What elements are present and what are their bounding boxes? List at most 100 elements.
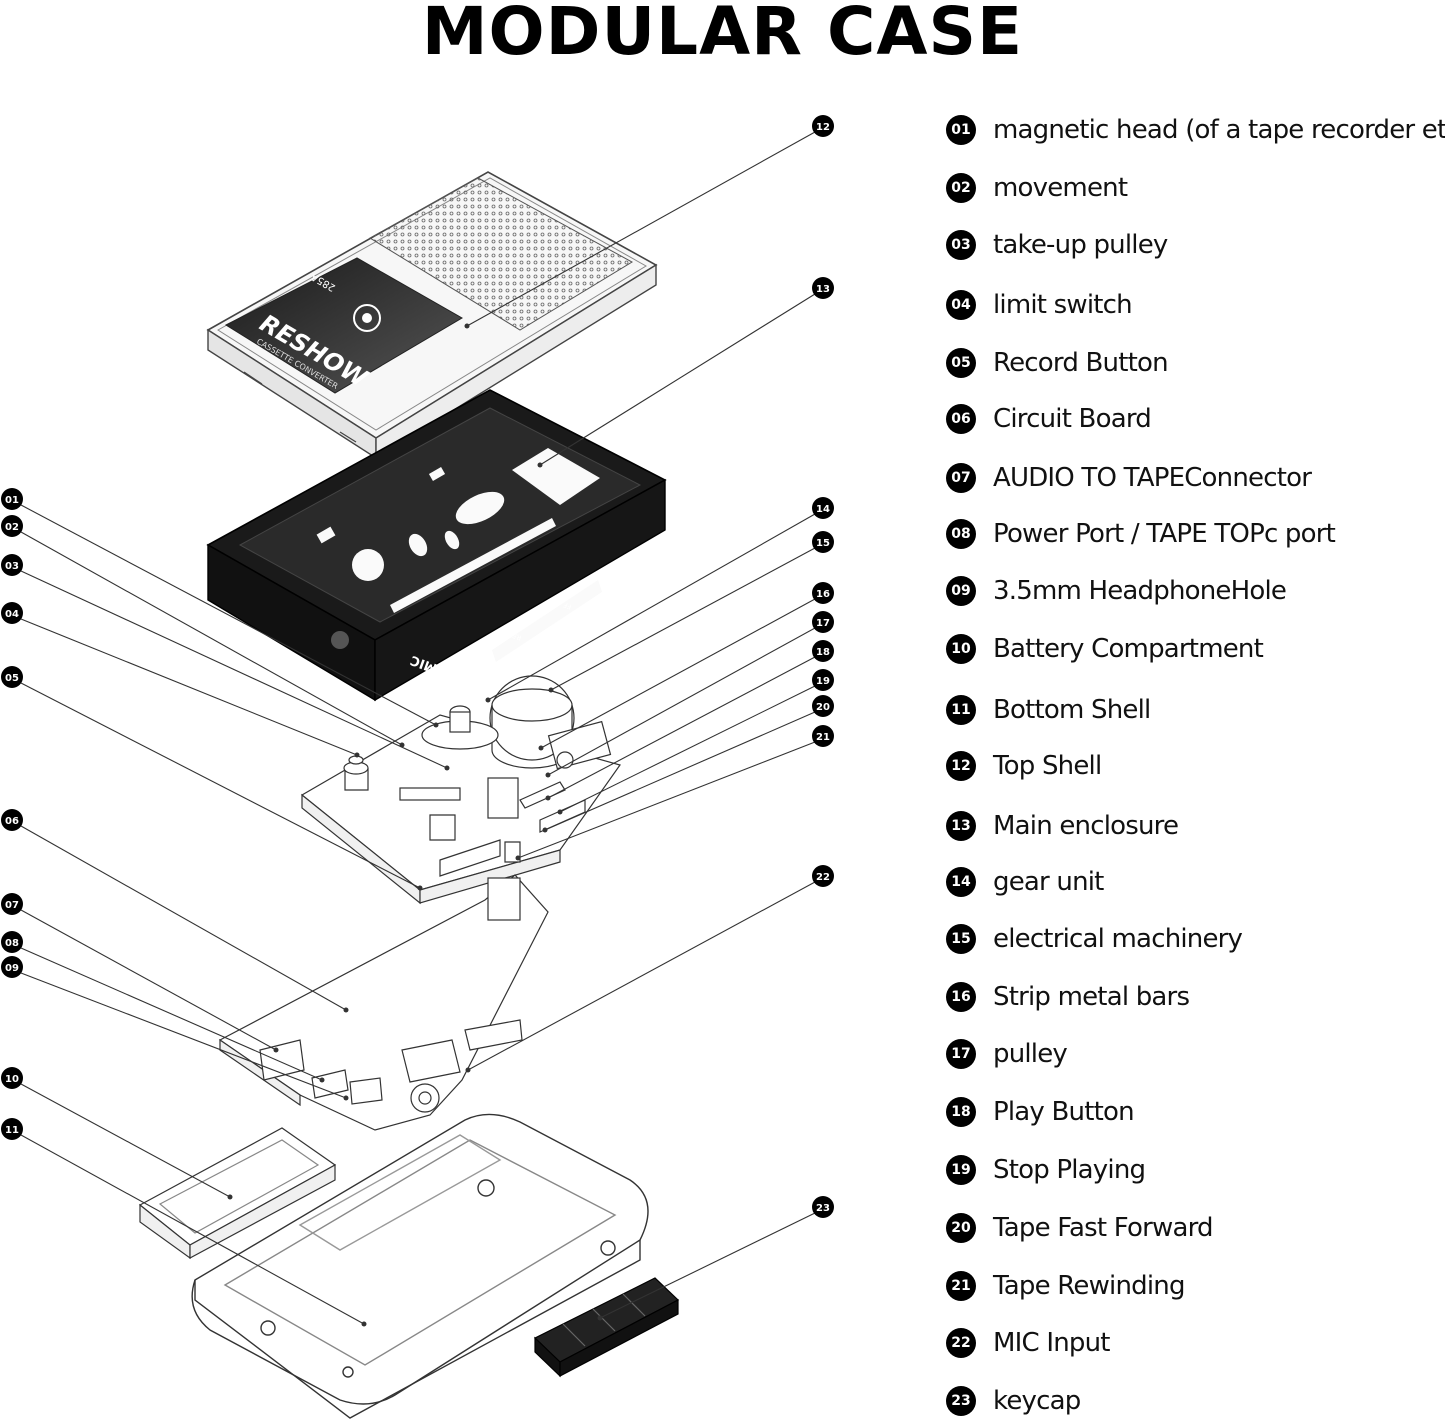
svg-text:15: 15 bbox=[816, 538, 830, 549]
legend-number: 04 bbox=[946, 290, 976, 320]
svg-text:20: 20 bbox=[816, 702, 830, 713]
legend-label: Bottom Shell bbox=[993, 695, 1151, 725]
legend-number: 23 bbox=[946, 1386, 976, 1416]
legend-number: 22 bbox=[946, 1328, 976, 1358]
svg-text:14: 14 bbox=[816, 504, 830, 515]
legend-item-06: 06 Circuit Board bbox=[946, 401, 1152, 437]
svg-text:07: 07 bbox=[5, 900, 19, 911]
callout-05: 05 bbox=[1, 666, 23, 688]
svg-text:19: 19 bbox=[816, 676, 830, 687]
legend-item-13: 13 Main enclosure bbox=[946, 808, 1179, 844]
legend-item-14: 14 gear unit bbox=[946, 864, 1104, 900]
legend-label: MIC Input bbox=[993, 1328, 1110, 1358]
legend-item-11: 11 Bottom Shell bbox=[946, 692, 1151, 728]
legend-item-22: 22 MIC Input bbox=[946, 1325, 1110, 1361]
legend-label: Play Button bbox=[993, 1097, 1135, 1127]
legend-label: Main enclosure bbox=[993, 811, 1179, 841]
page-title: MODULAR CASE bbox=[421, 0, 1024, 70]
callout-21: 21 bbox=[812, 725, 834, 747]
callout-20: 20 bbox=[812, 695, 834, 717]
legend-item-07: 07 AUDIO TO TAPEConnector bbox=[946, 460, 1312, 496]
legend-label: pulley bbox=[993, 1039, 1068, 1069]
leader-lines bbox=[20, 131, 816, 1325]
callout-16: 16 bbox=[812, 582, 834, 604]
legend-number: 05 bbox=[946, 348, 976, 378]
circuit-board bbox=[218, 874, 549, 1131]
callout-06: 06 bbox=[1, 809, 23, 831]
svg-text:05: 05 bbox=[5, 673, 19, 684]
callout-14: 14 bbox=[812, 497, 834, 519]
callout-18: 18 bbox=[812, 640, 834, 662]
svg-text:08: 08 bbox=[5, 938, 19, 949]
legend-item-01: 01 magnetic head (of a tape recorder etc) bbox=[946, 112, 1445, 148]
legend-label: Strip metal bars bbox=[993, 982, 1190, 1012]
callout-04: 04 bbox=[1, 602, 23, 624]
svg-text:10: 10 bbox=[5, 1074, 19, 1085]
keycap bbox=[533, 1277, 680, 1378]
svg-text:09: 09 bbox=[5, 963, 19, 974]
stop-text: STOP bbox=[608, 559, 631, 575]
legend-number: 12 bbox=[946, 751, 976, 781]
legend-number: 09 bbox=[946, 576, 976, 606]
svg-text:06: 06 bbox=[5, 816, 19, 827]
legend-label: Power Port / TAPE TOPc port bbox=[993, 519, 1336, 549]
callout-15: 15 bbox=[812, 531, 834, 553]
callout-13: 13 bbox=[812, 277, 834, 299]
svg-text:16: 16 bbox=[816, 589, 830, 600]
svg-text:23: 23 bbox=[816, 1203, 830, 1214]
legend-label: keycap bbox=[993, 1386, 1081, 1416]
rew-text: REW bbox=[505, 629, 523, 642]
legend-number: 19 bbox=[946, 1155, 976, 1185]
legend-number: 15 bbox=[946, 924, 976, 954]
callout-23: 23 bbox=[812, 1196, 834, 1218]
legend-label: gear unit bbox=[993, 867, 1104, 897]
legend-item-16: 16 Strip metal bars bbox=[946, 979, 1190, 1015]
legend-label: Battery Compartment bbox=[993, 634, 1264, 664]
legend-number: 08 bbox=[946, 519, 976, 549]
volume-text: VOLUME bbox=[445, 668, 475, 686]
legend-label: Top Shell bbox=[993, 751, 1102, 781]
legend-label: limit switch bbox=[993, 290, 1133, 320]
legend-number: 16 bbox=[946, 982, 976, 1012]
svg-text:17: 17 bbox=[816, 618, 830, 629]
legend-item-21: 21 Tape Rewinding bbox=[946, 1268, 1185, 1304]
callout-12: 12 bbox=[812, 115, 834, 137]
legend-number: 13 bbox=[946, 811, 976, 841]
legend-item-18: 18 Play Button bbox=[946, 1094, 1135, 1130]
callout-02: 02 bbox=[1, 515, 23, 537]
legend-item-08: 08 Power Port / TAPE TOPc port bbox=[946, 516, 1336, 552]
legend-number: 18 bbox=[946, 1097, 976, 1127]
legend-number: 01 bbox=[946, 115, 976, 145]
ff-text: FF bbox=[562, 600, 572, 610]
legend-number: 06 bbox=[946, 404, 976, 434]
legend-label: AUDIO TO TAPEConnector bbox=[993, 463, 1312, 493]
legend-item-04: 04 limit switch bbox=[946, 287, 1133, 323]
legend-item-23: 23 keycap bbox=[946, 1383, 1081, 1419]
bottom-shell bbox=[191, 1113, 649, 1419]
legend-label: Stop Playing bbox=[993, 1155, 1146, 1185]
legend-number: 14 bbox=[946, 867, 976, 897]
legend-number: 11 bbox=[946, 695, 976, 725]
legend-number: 07 bbox=[946, 463, 976, 493]
legend-label: Tape Rewinding bbox=[993, 1271, 1185, 1301]
legend-number: 20 bbox=[946, 1213, 976, 1243]
legend-number: 03 bbox=[946, 230, 976, 260]
legend-number: 21 bbox=[946, 1271, 976, 1301]
legend-label: take-up pulley bbox=[993, 230, 1168, 260]
battery-compartment bbox=[138, 1127, 337, 1260]
callout-07: 07 bbox=[1, 893, 23, 915]
legend-number: 02 bbox=[946, 173, 976, 203]
svg-text:02: 02 bbox=[5, 522, 19, 533]
legend-label: magnetic head (of a tape recorder etc) bbox=[993, 115, 1445, 145]
legend-label: Circuit Board bbox=[993, 404, 1152, 434]
movement-assembly bbox=[300, 675, 621, 905]
callout-01: 01 bbox=[1, 488, 23, 510]
svg-text:22: 22 bbox=[816, 872, 830, 883]
svg-text:04: 04 bbox=[5, 609, 19, 620]
